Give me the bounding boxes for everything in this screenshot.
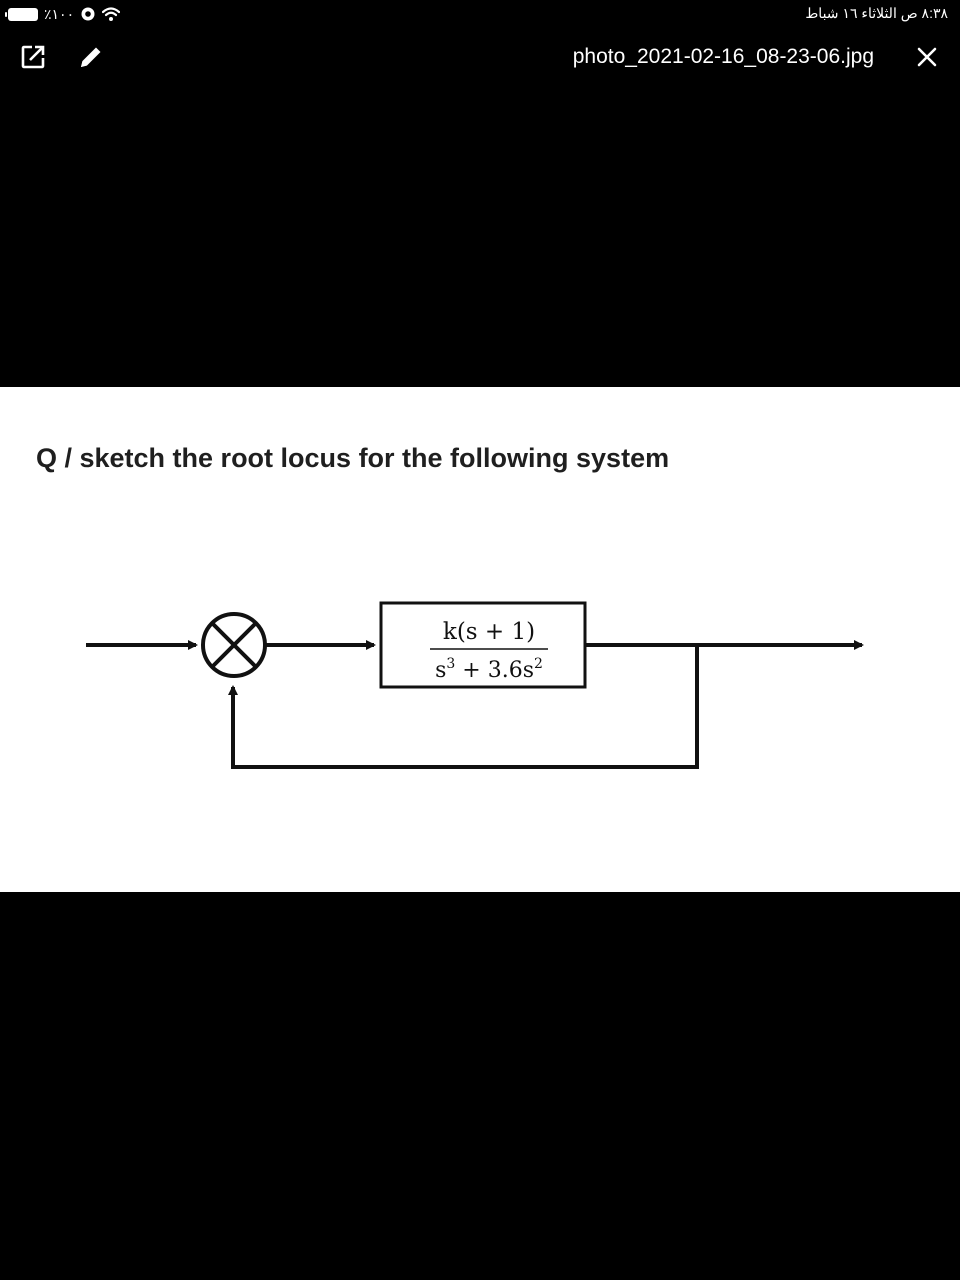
battery-percent: ٪١٠٠ (44, 6, 75, 22)
photo-image: Q / sketch the root locus for the follow… (0, 387, 960, 892)
status-bar: ٪١٠٠ ٨:٣٨ ص الثلاثاء ١٦ شباط (0, 0, 960, 28)
transfer-function-block (379, 601, 587, 689)
viewer-toolbar: photo_2021-02-16_08-23-06.jpg (0, 28, 960, 88)
summing-junction (201, 612, 267, 678)
question-text: Q / sketch the root locus for the follow… (36, 443, 670, 473)
open-external-icon[interactable] (20, 44, 46, 70)
battery-icon (5, 7, 38, 21)
pencil-icon[interactable] (78, 44, 104, 70)
status-left-group: ٪١٠٠ (5, 5, 121, 23)
transfer-function-denominator: s3 + 3.6s2 (435, 656, 543, 683)
location-icon (81, 7, 95, 21)
transfer-function-numerator: k(s + 1) (443, 619, 535, 645)
status-datetime: ٨:٣٨ ص الثلاثاء ١٦ شباط (805, 5, 948, 21)
block-diagram: k(s + 1) s3 + 3.6s2 (86, 601, 864, 769)
file-name: photo_2021-02-16_08-23-06.jpg (572, 45, 874, 68)
feedback-path (228, 645, 699, 769)
wifi-icon (102, 7, 121, 21)
close-icon[interactable] (914, 44, 940, 70)
